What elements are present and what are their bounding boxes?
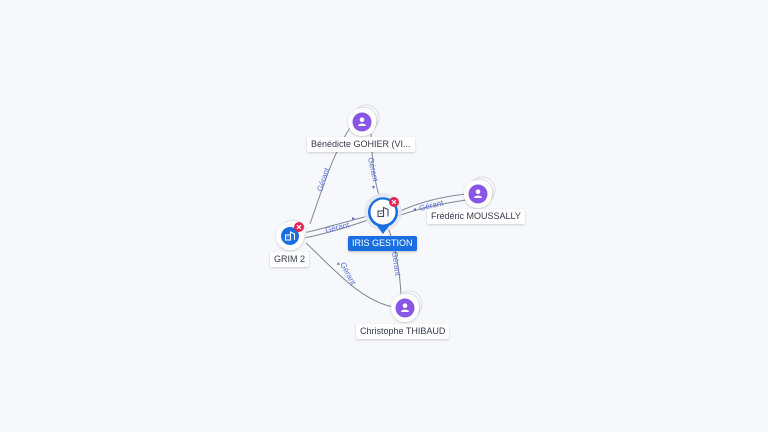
close-icon (296, 224, 302, 230)
arrow-gohier-iris (372, 186, 375, 189)
node-thibaud[interactable] (391, 290, 423, 322)
edges (303, 127, 467, 308)
node-label-thibaud[interactable]: Christophe THIBAUD (356, 324, 450, 339)
person-icon (401, 303, 409, 312)
person-icon (474, 189, 482, 198)
remove-badge-grim[interactable] (294, 222, 304, 232)
close-icon (391, 199, 397, 205)
remove-badge-iris[interactable] (389, 197, 399, 207)
node-gohier[interactable] (348, 104, 380, 136)
edge-grim-iris-2[interactable] (303, 219, 369, 239)
arrow-grim-iris (352, 217, 355, 220)
node-moussally[interactable] (464, 176, 496, 208)
edge-moussally-iris-2[interactable] (397, 199, 467, 217)
edge-label-gohier-grim: Gérant (315, 166, 331, 193)
arrow-thibaud-grim (337, 262, 340, 265)
node-label-moussally[interactable]: Frédéric MOUSSALLY (427, 209, 525, 224)
edge-arrows (337, 186, 416, 265)
edge-thibaud-iris[interactable] (387, 227, 402, 297)
node-label-grim[interactable]: GRIM 2 (270, 252, 310, 267)
edge-thibaud-grim[interactable] (305, 242, 394, 308)
company-icon (377, 206, 389, 218)
edge-label-thibaud-iris: Gérant (390, 251, 402, 277)
node-grim[interactable] (276, 219, 307, 250)
company-icon (284, 231, 296, 241)
arrow-moussally-iris (413, 208, 416, 211)
edge-label-thibaud-grim: Gérant (338, 261, 358, 288)
edge-grim-iris[interactable] (303, 215, 369, 234)
node-iris[interactable] (364, 193, 402, 234)
edge-label-gohier-iris: Gérant (366, 157, 380, 184)
node-label-gohier[interactable]: Bénédicte GOHIER (VI... (307, 137, 415, 152)
edge-gohier-grim[interactable] (309, 127, 351, 225)
node-label-iris[interactable]: IRIS GESTION (348, 236, 417, 251)
edge-moussally-iris[interactable] (397, 193, 467, 213)
person-icon (358, 117, 366, 126)
edge-label-grim-iris: Gérant (324, 220, 351, 235)
